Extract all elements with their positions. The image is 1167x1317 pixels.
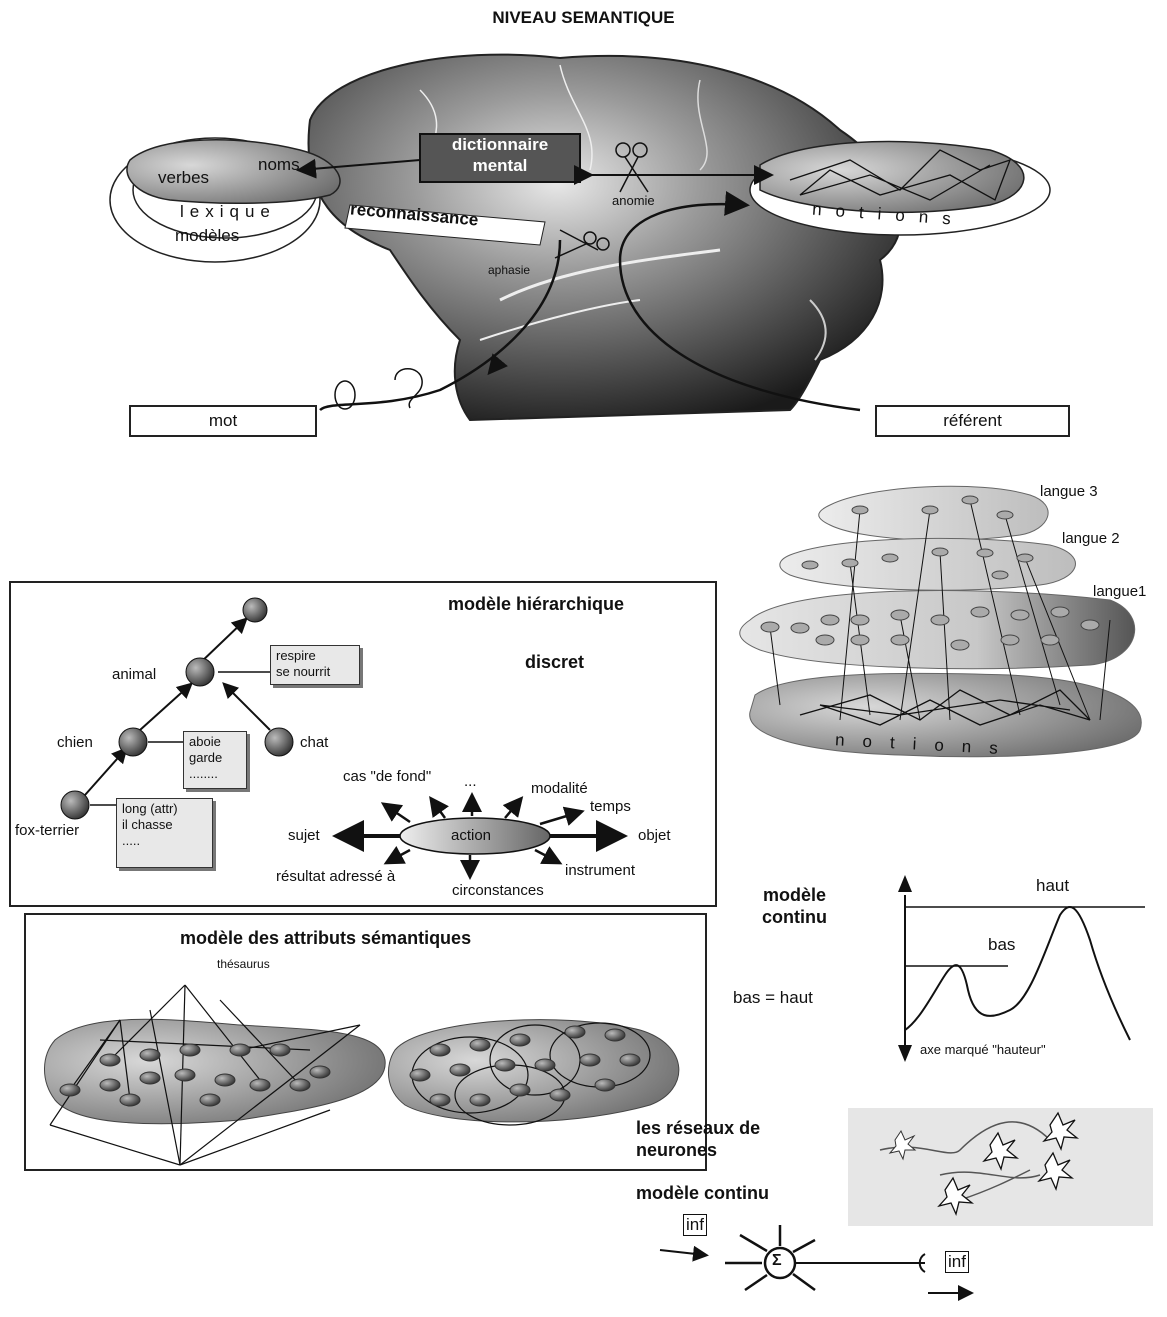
thesaurus-label: thésaurus <box>217 957 270 971</box>
neurones-title-line-2: neurones <box>636 1139 760 1161</box>
referent-label: référent <box>877 407 1068 435</box>
continu-title-line-2: continu <box>762 906 827 928</box>
chien-attr-1: aboie <box>189 734 241 750</box>
modalite-label: modalité <box>531 780 588 797</box>
bas-egal-haut-label: bas = haut <box>733 988 813 1008</box>
fox-attributes-box: long (attr) il chasse ..... <box>116 798 213 868</box>
chien-attr-2: garde <box>189 750 241 766</box>
haut-label: haut <box>1036 876 1069 896</box>
resultat-label: résultat adressé à <box>276 868 395 885</box>
lexique-label: lexique <box>180 202 276 222</box>
aphasie-label: aphasie <box>488 263 530 277</box>
fox-attr-3: ..... <box>122 833 207 849</box>
axe-label: axe marqué "hauteur" <box>920 1042 1046 1057</box>
chien-attributes-box: aboie garde ........ <box>183 731 247 789</box>
cas-label: cas "de fond" <box>343 768 431 785</box>
fox-attr-1: long (attr) <box>122 801 207 817</box>
sigma-label: Σ <box>772 1252 782 1270</box>
circonstances-label: circonstances <box>452 882 544 899</box>
chat-label: chat <box>300 734 328 751</box>
chien-attr-3: ........ <box>189 766 241 782</box>
attributs-panel <box>24 913 707 1171</box>
langue3-label: langue 3 <box>1040 483 1098 500</box>
fox-attr-2: il chasse <box>122 817 207 833</box>
temps-label: temps <box>590 798 631 815</box>
verbes-label: verbes <box>158 168 209 188</box>
dictionnaire-line-1: dictionnaire <box>422 134 578 155</box>
discret-label: discret <box>525 652 584 673</box>
neurones-title-line-1: les réseaux de <box>636 1117 760 1139</box>
animal-label: animal <box>112 666 156 683</box>
referent-box: référent <box>875 405 1070 437</box>
neurones-modele-label: modèle continu <box>636 1183 769 1204</box>
inf-input-label: inf <box>683 1214 707 1236</box>
langue1-label: langue1 <box>1093 583 1146 600</box>
neurones-title: les réseaux de neurones <box>636 1117 760 1161</box>
dots-label: ... <box>464 773 477 790</box>
action-label: action <box>451 827 491 844</box>
langues-diagram <box>740 486 1141 756</box>
attributs-title: modèle des attributs sémantiques <box>180 928 471 949</box>
hierarchique-title: modèle hiérarchique <box>448 594 624 615</box>
continu-title-line-1: modèle <box>762 884 827 906</box>
mot-box: mot <box>129 405 317 437</box>
inf-output-label: inf <box>945 1251 969 1273</box>
modeles-label: modèles <box>175 226 239 246</box>
mot-label: mot <box>131 407 315 435</box>
instrument-label: instrument <box>565 862 635 879</box>
anomie-label: anomie <box>612 193 655 208</box>
bas-label: bas <box>988 935 1015 955</box>
animal-attributes-box: respire se nourrit <box>270 645 360 685</box>
animal-attr-1: respire <box>276 648 354 664</box>
dictionnaire-label: dictionnaire mental <box>422 134 578 176</box>
objet-label: objet <box>638 827 671 844</box>
continu-title: modèle continu <box>762 884 827 928</box>
noms-label: noms <box>258 155 300 175</box>
animal-attr-2: se nourrit <box>276 664 354 680</box>
langue2-label: langue 2 <box>1062 530 1120 547</box>
brain-shape <box>308 55 900 420</box>
sujet-label: sujet <box>288 827 320 844</box>
continuous-graph <box>898 875 1145 1062</box>
chien-label: chien <box>57 734 93 751</box>
fox-terrier-label: fox-terrier <box>15 822 79 839</box>
dictionnaire-line-2: mental <box>422 155 578 176</box>
neuron-image <box>848 1108 1153 1226</box>
